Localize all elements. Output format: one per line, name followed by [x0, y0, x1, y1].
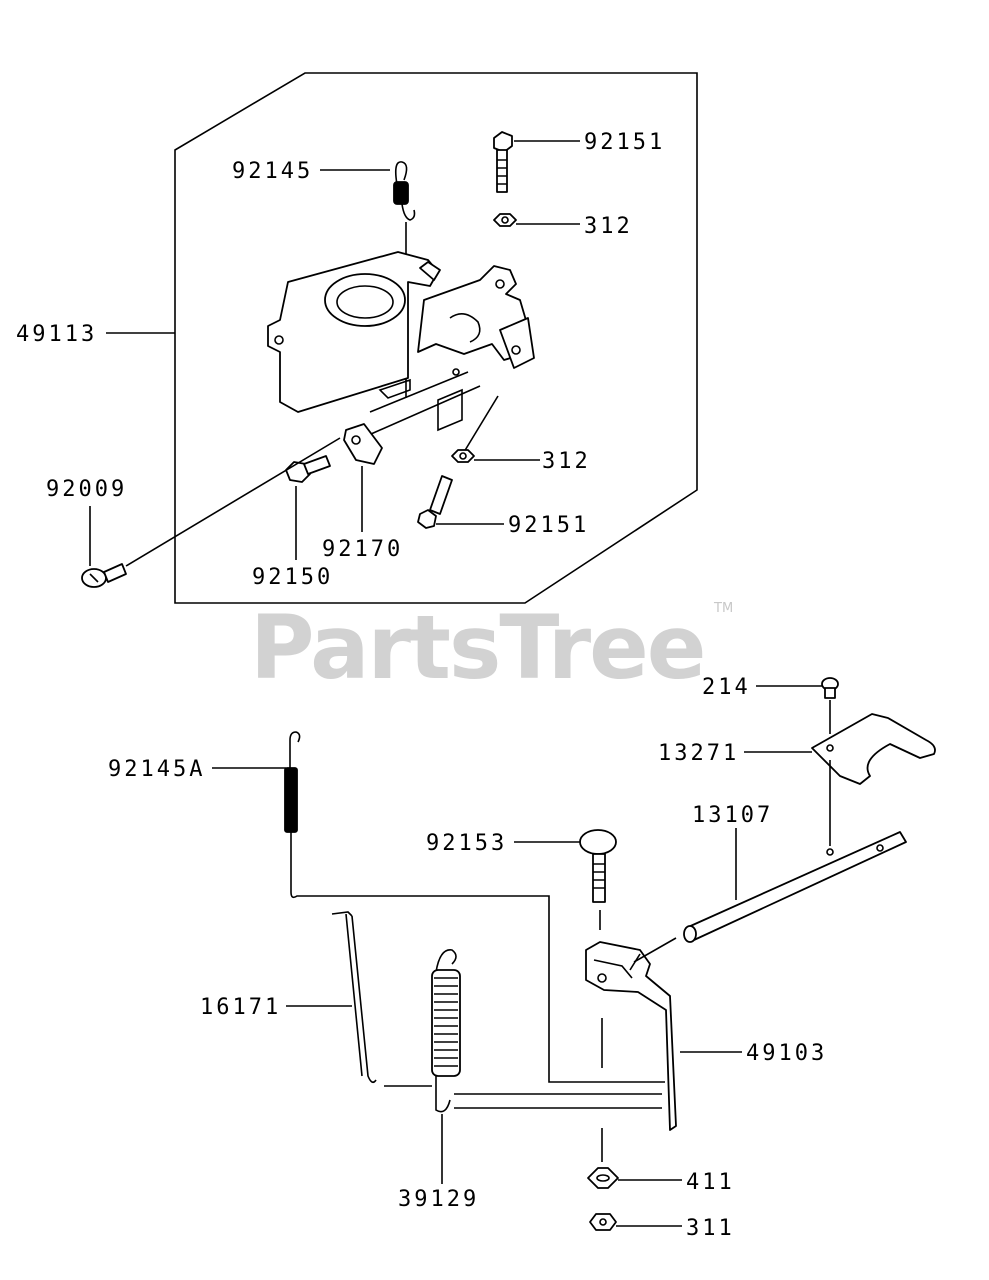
part-label-92153[interactable]: 92153	[426, 831, 507, 856]
part-label-16171[interactable]: 16171	[200, 995, 281, 1020]
part-92170-lever[interactable]	[343, 423, 383, 465]
screw-axis-line	[125, 437, 341, 567]
part-label-13107[interactable]: 13107	[692, 803, 773, 828]
part-49113-control-bracket[interactable]	[267, 251, 535, 432]
watermark-trademark: TM	[713, 601, 733, 616]
part-label-92150[interactable]: 92150	[252, 565, 333, 590]
part-label-49113[interactable]: 49113	[16, 322, 97, 347]
part-92151-bolt-top[interactable]	[493, 131, 513, 193]
part-label-92151-top[interactable]: 92151	[584, 130, 665, 155]
part-label-92170[interactable]: 92170	[322, 537, 403, 562]
part-311-nut[interactable]	[589, 1213, 617, 1231]
part-label-92151-bottom[interactable]: 92151	[508, 513, 589, 538]
part-92009-screw[interactable]	[81, 563, 127, 588]
part-label-92145A[interactable]: 92145A	[108, 757, 205, 782]
part-label-312-top[interactable]: 312	[584, 214, 633, 239]
part-92145A-spring[interactable]	[284, 731, 665, 1083]
part-92153-carriage-bolt[interactable]	[579, 829, 617, 930]
part-label-13271[interactable]: 13271	[658, 741, 739, 766]
watermark-text: PartsTree	[250, 596, 704, 699]
part-214-screw[interactable]	[821, 677, 839, 734]
part-13107-shaft[interactable]	[633, 831, 907, 963]
part-label-49103[interactable]: 49103	[746, 1041, 827, 1066]
part-92151-bolt-bottom[interactable]	[417, 475, 453, 529]
assembly-line-2	[463, 395, 499, 453]
part-label-411[interactable]: 411	[686, 1170, 735, 1195]
part-label-312-bottom[interactable]: 312	[542, 449, 591, 474]
assembly-line-1	[361, 385, 481, 439]
part-39129-spring[interactable]	[431, 949, 662, 1113]
assembly-outline-49113	[174, 72, 698, 604]
part-label-39129[interactable]: 39129	[398, 1187, 479, 1212]
part-label-92009[interactable]: 92009	[46, 477, 127, 502]
part-13271-plate[interactable]	[811, 713, 936, 846]
part-label-311[interactable]: 311	[686, 1216, 735, 1241]
part-16171-rod[interactable]	[331, 911, 432, 1087]
part-312-nut-top[interactable]	[493, 213, 517, 227]
part-92150-bolt[interactable]	[285, 455, 331, 483]
part-312-nut-bottom[interactable]	[451, 449, 475, 463]
part-49103-lever[interactable]	[585, 941, 677, 1131]
part-411-washer[interactable]	[587, 1128, 619, 1189]
part-label-92145[interactable]: 92145	[232, 159, 313, 184]
part-label-214[interactable]: 214	[702, 675, 751, 700]
